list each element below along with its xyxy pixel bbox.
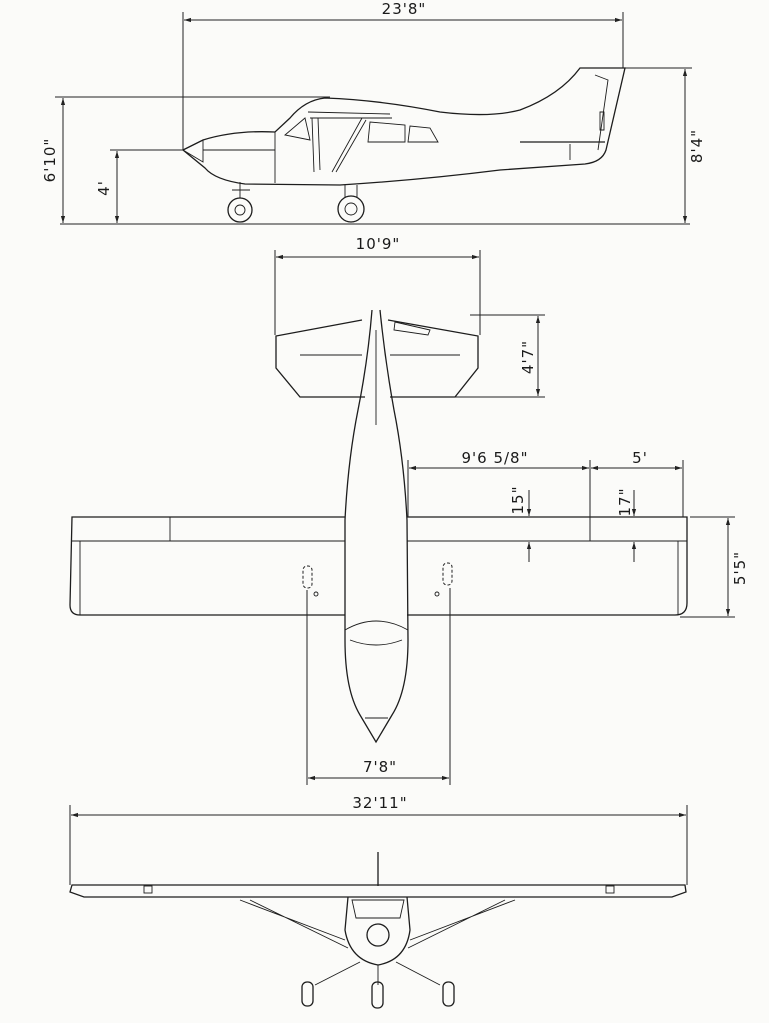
label-overall-length: 23'8" xyxy=(382,0,427,18)
nose-gear-strut xyxy=(232,182,250,198)
door-frame-and-strut xyxy=(311,117,367,173)
trim-tab xyxy=(599,111,605,131)
label-flap-chord: 15" xyxy=(509,486,527,515)
label-wing-chord: 5'5" xyxy=(731,551,749,585)
wing-struts xyxy=(239,899,516,949)
fuselage-side xyxy=(181,67,626,186)
nose-wheel-hub xyxy=(234,204,246,216)
left-stabilator xyxy=(275,319,365,398)
left-flap-aileron xyxy=(72,516,345,542)
right-flap-aileron xyxy=(79,517,687,615)
label-overall-height: 8'4" xyxy=(688,129,706,163)
windshield xyxy=(284,117,311,141)
windshield-top xyxy=(344,620,409,646)
label-wingspan: 32'11" xyxy=(352,794,407,812)
left-main-wheel-front xyxy=(301,981,314,1007)
left-drain xyxy=(313,591,319,597)
rear-window xyxy=(407,125,439,143)
fuselage-top xyxy=(344,309,409,744)
right-wing xyxy=(407,516,688,616)
fuselage-front xyxy=(344,896,411,966)
left-fuel-cap xyxy=(302,565,313,589)
label-flap-span: 9'6 5/8" xyxy=(461,449,528,467)
label-prop-axis-height: 4' xyxy=(95,180,113,196)
front-view: 32'11" xyxy=(69,794,688,1009)
right-fuel-cap-front xyxy=(605,885,615,894)
nose-wheel xyxy=(227,197,253,223)
nose-wheel-front xyxy=(371,981,384,1009)
right-drain xyxy=(434,591,440,597)
label-cabin-height: 6'10" xyxy=(41,138,59,183)
main-wheel xyxy=(337,195,365,223)
label-tailplane-chord: 4'7" xyxy=(519,340,537,374)
label-wheel-track: 7'8" xyxy=(363,758,397,776)
label-tailplane-span: 10'9" xyxy=(356,235,401,253)
windshield-front xyxy=(351,899,405,919)
wing-root xyxy=(307,111,392,119)
right-stabilator xyxy=(387,319,479,398)
main-gear-leg xyxy=(344,185,358,198)
right-main-wheel-front xyxy=(442,981,455,1007)
label-aileron-span: 5' xyxy=(632,449,648,467)
spinner-front xyxy=(366,923,390,947)
cabin-window xyxy=(367,121,406,143)
top-view: 10'9" 4'7" 9'6 5/8" 5' 15" xyxy=(69,235,749,785)
left-wing xyxy=(69,516,345,616)
rudder xyxy=(594,74,609,151)
main-wheel-hub xyxy=(344,202,358,216)
right-fuel-cap xyxy=(442,562,453,586)
label-aileron-chord: 17" xyxy=(616,488,634,517)
spinner xyxy=(182,139,204,163)
left-fuel-cap-front xyxy=(143,885,153,894)
stabilator-hinge-and-tab xyxy=(300,321,460,356)
wing-front xyxy=(69,884,687,898)
side-view: 23'8" 6'10" 4' 8'4" xyxy=(41,0,706,225)
